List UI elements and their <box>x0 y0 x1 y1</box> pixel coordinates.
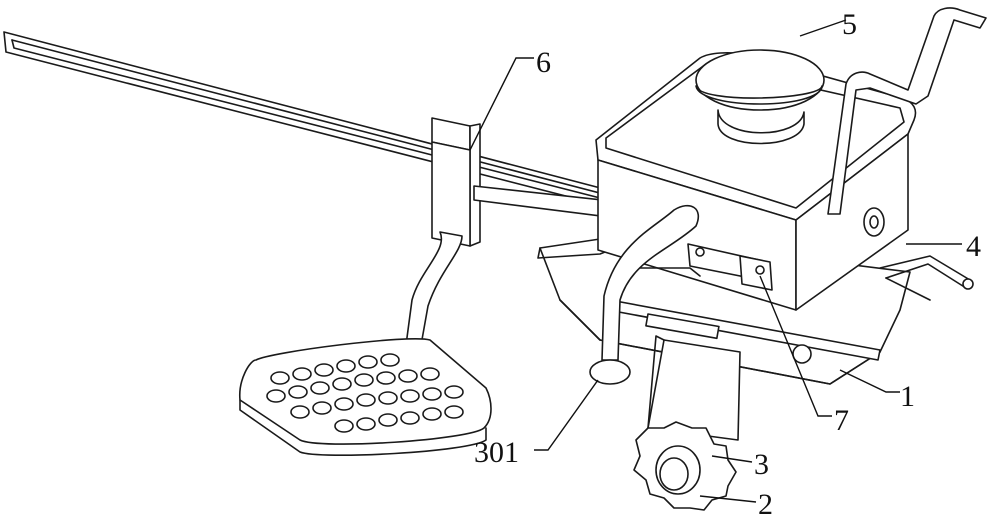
tank-handle <box>827 7 987 215</box>
gear-assembly-2-3 <box>633 335 741 511</box>
pedal-holes <box>266 353 464 433</box>
label-7: 7 <box>834 404 849 437</box>
label-301: 301 <box>474 436 519 469</box>
label-4: 4 <box>966 230 981 263</box>
pipe-301 <box>589 204 699 385</box>
label-1: 1 <box>900 380 915 413</box>
label-5: 5 <box>842 8 857 41</box>
label-3: 3 <box>754 448 769 481</box>
label-6: 6 <box>536 46 551 79</box>
label-2: 2 <box>758 488 773 518</box>
leader-lines <box>469 19 962 503</box>
linkage-4 <box>879 255 974 301</box>
cylinder-7 <box>619 243 773 291</box>
